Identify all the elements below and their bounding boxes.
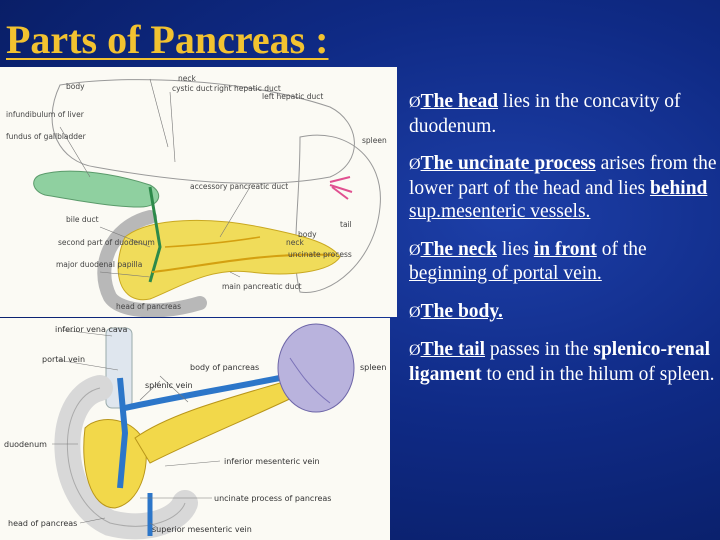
bullet-tail-text2: to end in the hilum of spleen.	[481, 363, 715, 385]
bullet-arrow-icon: Ø	[409, 241, 421, 259]
label-duodenum: duodenum	[4, 440, 47, 449]
pancreas-diagram-bottom: inferior vena cava portal vein body of p…	[0, 318, 390, 540]
bullet-neck: ØThe neck lies in front of the beginning…	[409, 238, 717, 286]
bullet-neck-portal: beginning of portal vein.	[409, 263, 602, 284]
label-spleen-bottom: spleen	[360, 363, 386, 372]
label-tail-top: tail	[340, 220, 352, 229]
bullet-tail-key: The tail	[420, 339, 486, 360]
bullet-tail: ØThe tail passes in the splenico-renal l…	[409, 338, 717, 386]
label-ivc: inferior vena cava	[55, 325, 127, 334]
label-bile-duct: bile duct	[66, 215, 99, 224]
label-neck: neck	[178, 74, 196, 83]
label-smv: superior mesenteric vein	[152, 525, 252, 534]
label-splenic-vein: splenic vein	[145, 381, 193, 390]
pancreas-diagram-top: neck cystic duct right hepatic duct left…	[0, 67, 397, 317]
label-right-hepatic-duct: right hepatic duct	[214, 84, 281, 93]
label-second-part: second part of duodenum	[58, 238, 155, 247]
label-fundus: fundus of gallbladder	[6, 132, 87, 141]
bullet-body: ØThe body.	[409, 300, 717, 325]
label-neck-lower: neck	[286, 238, 304, 247]
bullet-list: ØThe head lies in the concavity of duode…	[409, 90, 717, 400]
bullet-arrow-icon: Ø	[409, 156, 421, 173]
label-main-duct: main pancreatic duct	[222, 282, 302, 291]
pancreas-ducts-illustration: neck cystic duct right hepatic duct left…	[6, 74, 387, 317]
bullet-uncinate-key: The uncinate process	[420, 153, 596, 174]
label-imv: inferior mesenteric vein	[224, 457, 320, 466]
bullet-arrow-icon: Ø	[409, 342, 421, 359]
label-body-top: body	[66, 82, 85, 91]
bullet-tail-text1: passes in the	[485, 339, 594, 360]
bullet-uncinate-behind: behind	[649, 177, 708, 199]
bullet-arrow-icon: Ø	[409, 94, 421, 111]
pancreas-vessels-illustration: inferior vena cava portal vein body of p…	[4, 323, 386, 540]
label-left-hepatic-duct: left hepatic duct	[262, 92, 323, 101]
bullet-head: ØThe head lies in the concavity of duode…	[409, 90, 717, 138]
bullet-tail-ligament: splenico-renal ligament	[409, 339, 710, 385]
bullet-neck-text1: lies	[496, 238, 534, 260]
bullet-body-key: The body.	[420, 300, 503, 322]
bullet-uncinate-sup: sup.mesenteric vessels.	[409, 201, 591, 222]
label-body-lower: body	[298, 230, 317, 239]
label-major-papilla: major duodenal papilla	[56, 260, 142, 269]
label-infundibulum: infundibulum of liver	[6, 110, 85, 119]
bullet-neck-key: The neck	[420, 238, 497, 260]
bullet-arrow-icon: Ø	[409, 303, 421, 321]
bullet-neck-text2: of the	[596, 238, 647, 260]
label-cystic-duct: cystic duct	[172, 84, 213, 93]
label-head-of-pancreas: head of pancreas	[8, 519, 77, 528]
bullet-neck-front: in front	[533, 238, 597, 260]
bullet-uncinate-text: arises from the lower part of the head a…	[409, 153, 717, 199]
label-uncinate-top: uncinate process	[288, 250, 352, 259]
bullet-head-key: The head	[420, 91, 499, 112]
bullet-uncinate: ØThe uncinate process arises from the lo…	[409, 152, 717, 224]
label-portal-vein: portal vein	[42, 355, 85, 364]
label-head-top: head of pancreas	[116, 302, 181, 311]
slide-title: Parts of Pancreas :	[6, 17, 329, 62]
label-spleen-top: spleen	[362, 136, 387, 145]
label-body-of-pancreas: body of pancreas	[190, 363, 259, 372]
label-accessory-duct: accessory pancreatic duct	[190, 182, 288, 191]
label-uncinate-bottom: uncinate process of pancreas	[214, 494, 331, 503]
bullet-head-text: lies in the concavity of duodenum.	[409, 91, 681, 137]
